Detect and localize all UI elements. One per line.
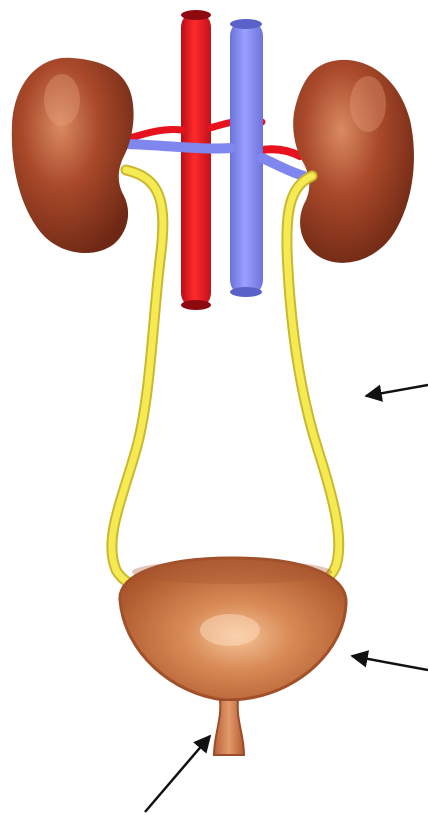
urinary-bladder xyxy=(120,558,346,700)
arrow-bladder xyxy=(352,656,428,670)
arrow-ureter xyxy=(366,385,428,396)
arrow-urethra xyxy=(145,736,210,812)
right-kidney xyxy=(293,60,414,263)
inferior-vena-cava xyxy=(128,19,304,297)
left-kidney xyxy=(12,58,134,253)
urethra xyxy=(214,700,244,755)
